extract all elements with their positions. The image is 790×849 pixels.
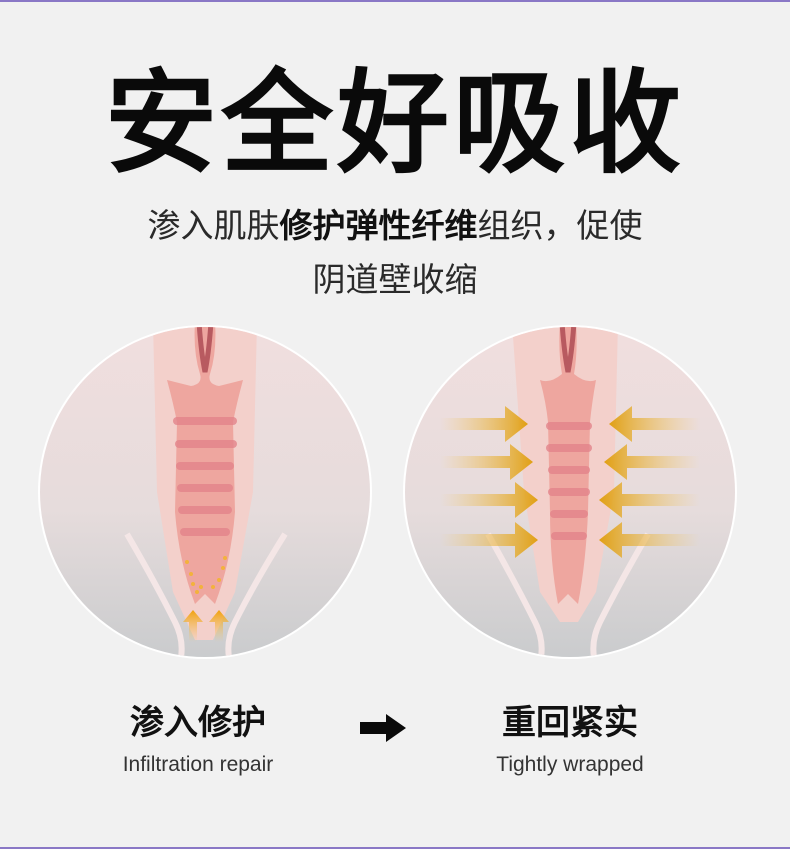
step-tightening: 重回紧实 Tightly wrapped bbox=[420, 702, 720, 780]
tightening-diagram bbox=[400, 322, 740, 662]
step-title-en: Infiltration repair bbox=[122, 753, 274, 776]
compression-arrows bbox=[440, 406, 700, 558]
step-title-en: Tightly wrapped bbox=[496, 753, 644, 776]
step-infiltration: 渗入修护 Infiltration repair bbox=[48, 702, 348, 780]
subtitle-line-1: 渗入肌肤修护弹性纤维组织，促使 bbox=[0, 204, 790, 248]
step-title-zh: 渗入修护 bbox=[130, 703, 266, 743]
infiltration-diagram bbox=[35, 322, 375, 662]
headline: 安全好吸收 bbox=[105, 59, 685, 189]
right-arrow-icon bbox=[360, 714, 406, 742]
subtitle-pre: 渗入肌肤 bbox=[147, 206, 280, 245]
subtitle-line-2: 阴道壁收缩 bbox=[312, 260, 478, 299]
subtitle-bold: 修护弹性纤维 bbox=[279, 206, 478, 245]
top-border bbox=[0, 0, 790, 2]
subtitle-post: 组织，促使 bbox=[477, 206, 643, 245]
up-arrow-icon bbox=[183, 610, 229, 642]
bottom-border bbox=[0, 847, 790, 849]
step-title-zh: 重回紧实 bbox=[502, 703, 638, 743]
